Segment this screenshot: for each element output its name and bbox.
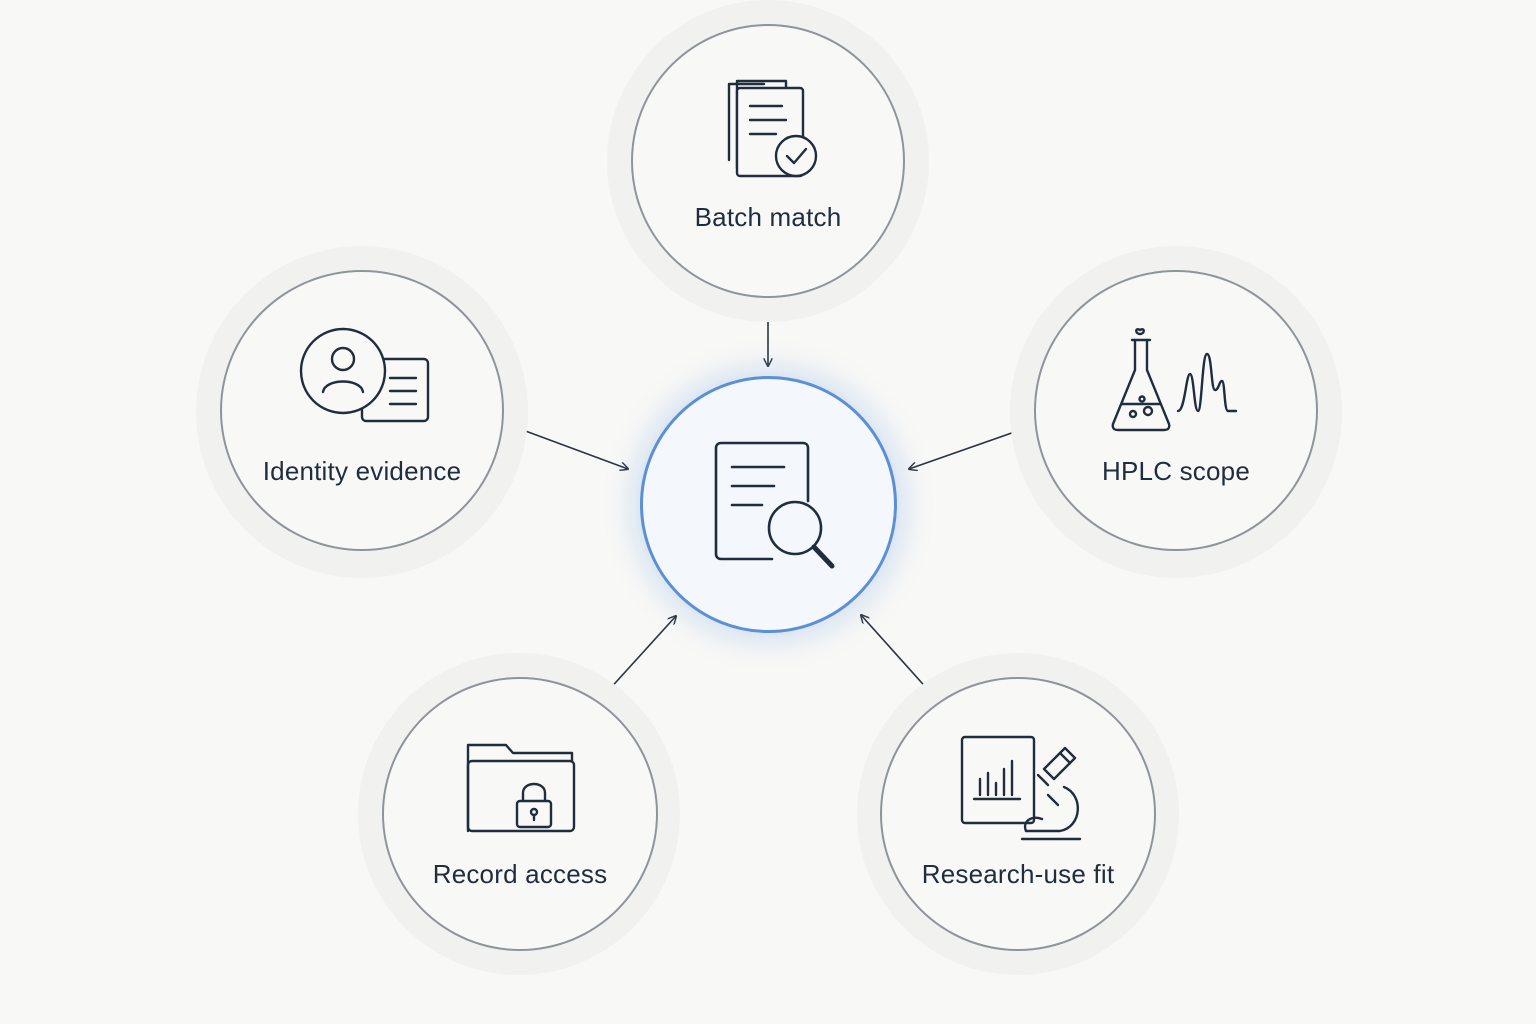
node-label: Record access bbox=[432, 859, 608, 889]
node-label: Batch match bbox=[694, 202, 842, 232]
node-label: Identity evidence bbox=[262, 456, 462, 486]
node-record-access[interactable]: Record access bbox=[382, 677, 658, 951]
connector-record-access bbox=[607, 616, 676, 692]
user-id-card-icon bbox=[299, 326, 434, 426]
node-label: Research-use fit bbox=[921, 859, 1115, 889]
connector-identity-evidence bbox=[512, 426, 628, 469]
document-search-icon bbox=[714, 441, 844, 571]
node-batch-match[interactable]: Batch match bbox=[631, 24, 905, 298]
node-hplc-scope[interactable]: HPLC scope bbox=[1034, 270, 1318, 551]
documents-check-icon bbox=[724, 76, 824, 181]
central-hub[interactable] bbox=[640, 376, 897, 633]
node-identity-evidence[interactable]: Identity evidence bbox=[220, 270, 504, 551]
chart-microscope-icon bbox=[960, 735, 1085, 843]
connector-research-use-fit bbox=[861, 615, 930, 692]
connector-hplc-scope bbox=[909, 428, 1026, 469]
locked-folder-icon bbox=[466, 739, 578, 835]
node-label: HPLC scope bbox=[1102, 456, 1250, 486]
flask-chromatogram-icon bbox=[1108, 324, 1258, 434]
node-research-use-fit[interactable]: Research-use fit bbox=[880, 677, 1156, 951]
